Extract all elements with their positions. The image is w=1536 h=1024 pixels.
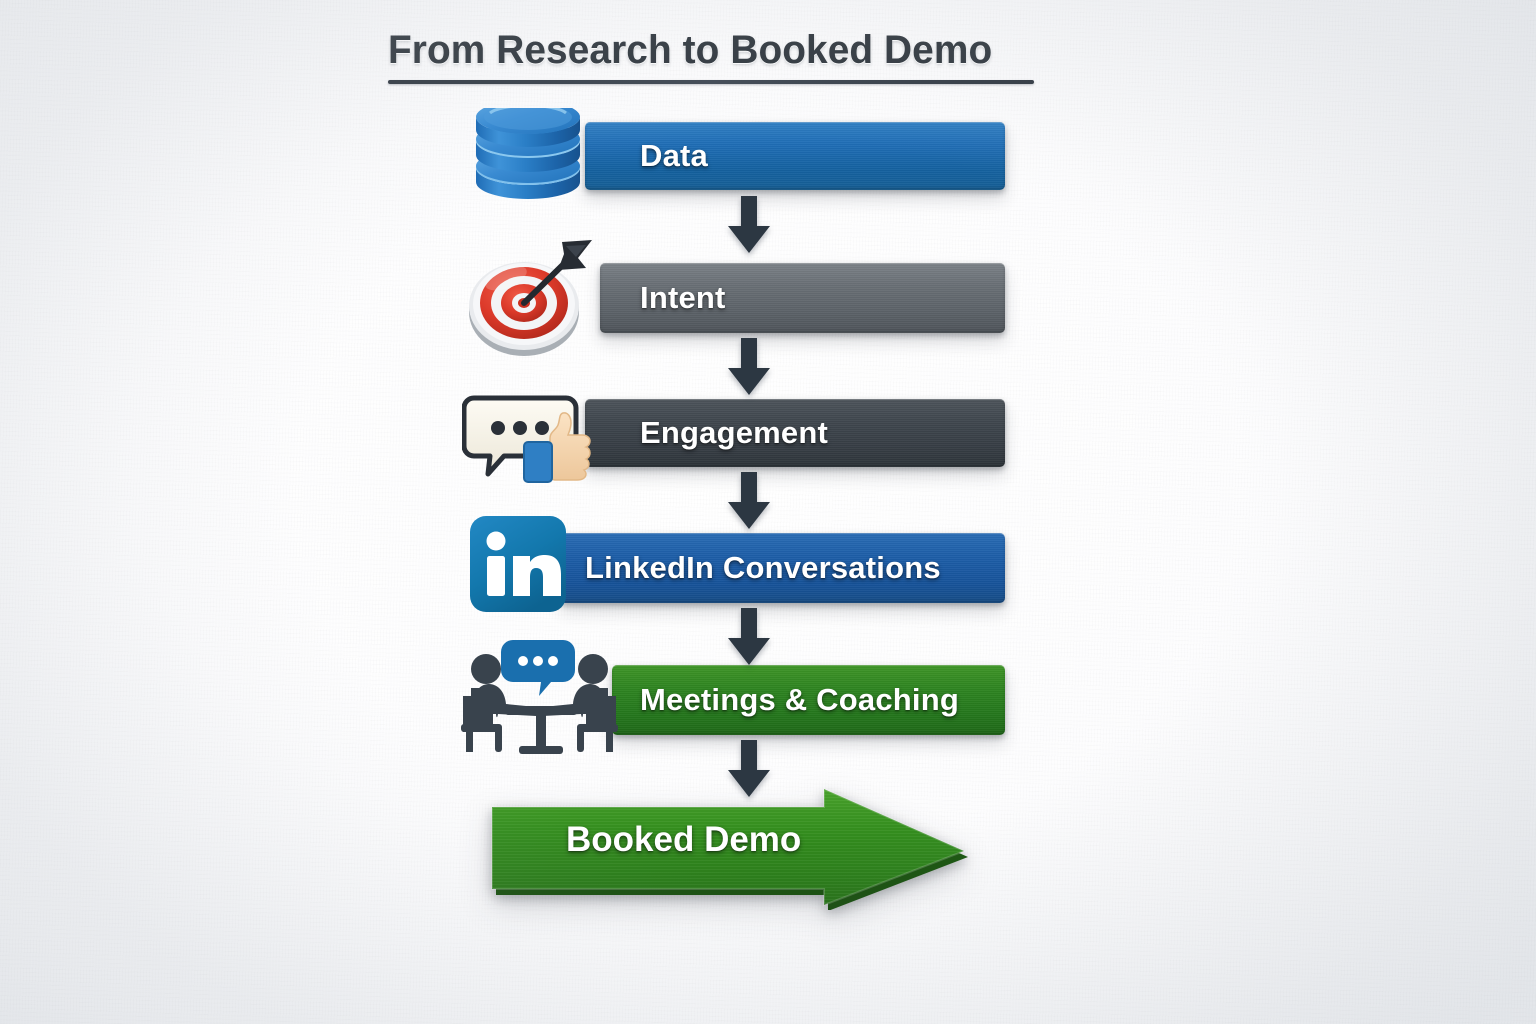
- step-bar-meetings-coaching[interactable]: [612, 665, 1005, 735]
- arrow-down-icon: [726, 196, 772, 254]
- linkedin-icon: [468, 514, 568, 614]
- step-label-booked-demo: Booked Demo: [566, 820, 802, 859]
- step-bar-data[interactable]: [585, 122, 1005, 190]
- step-label-engagement: Engagement: [640, 415, 829, 450]
- step-label-meetings-coaching: Meetings & Coaching: [640, 682, 959, 717]
- step-bar-engagement[interactable]: [585, 399, 1005, 467]
- speech-bubble-thumbs-up-icon: [461, 392, 612, 487]
- page-title-block: From Research to Booked Demo: [388, 26, 1034, 84]
- step-label-data: Data: [640, 138, 708, 173]
- arrow-down-icon: [726, 338, 772, 396]
- page-title: From Research to Booked Demo: [388, 28, 993, 72]
- database-icon: [468, 100, 588, 214]
- arrow-down-icon: [726, 608, 772, 666]
- meeting-people-icon: [455, 636, 625, 762]
- step-bar-linkedin-conversations[interactable]: [560, 533, 1005, 603]
- step-label-intent: Intent: [640, 280, 726, 315]
- step-label-linkedin-conversations: LinkedIn Conversations: [585, 550, 941, 585]
- target-dart-icon: [466, 240, 596, 358]
- step-bar-intent[interactable]: [600, 263, 1005, 333]
- arrow-down-icon: [726, 740, 772, 798]
- title-underline-rule: [388, 79, 1034, 84]
- arrow-down-icon: [726, 472, 772, 530]
- booked-demo-arrow-shape[interactable]: [488, 785, 970, 911]
